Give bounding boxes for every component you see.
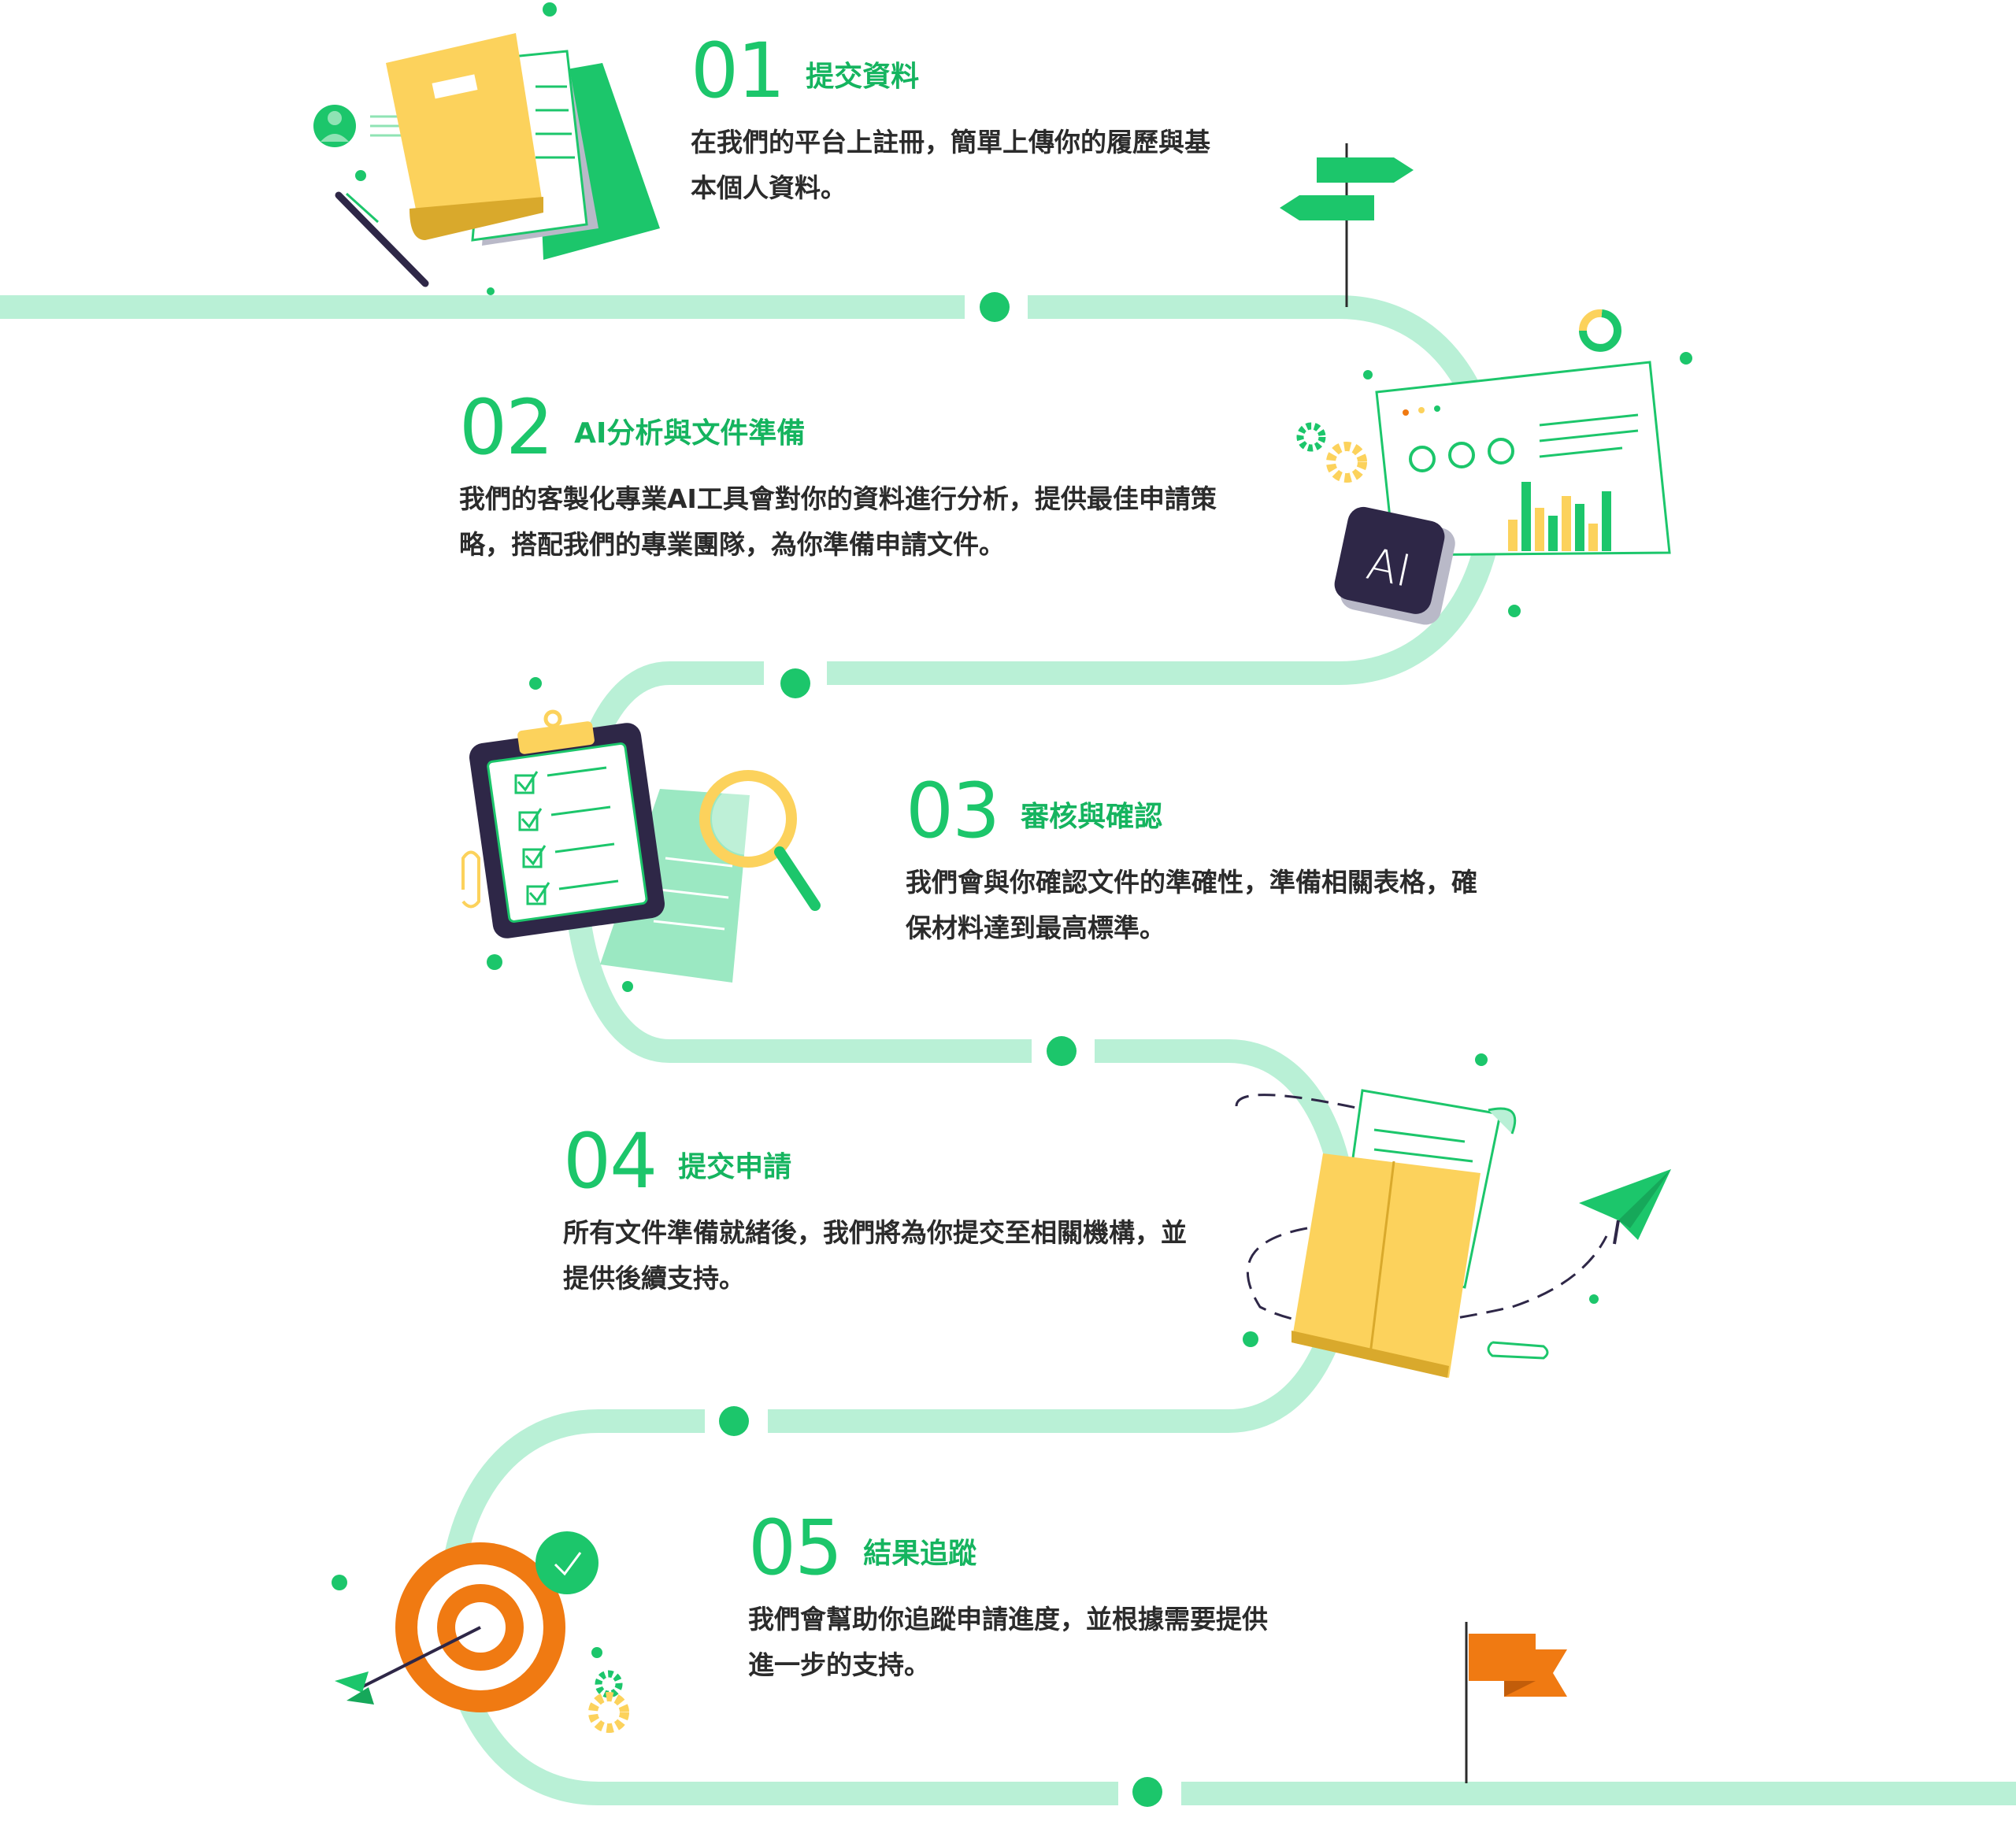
step-description-line: 本個人資料。 [691,172,847,203]
folder-documents-icon [313,33,660,287]
decorative-dots [332,2,1692,1658]
ai-badge-label: AI [1362,539,1415,598]
step-description-line: 略，搭配我們的專業團隊，為你準備申請文件。 [459,529,1005,560]
paperclip-icon [461,850,480,909]
step-3: 03 審核與確認 我們會與你確認文件的準確性，準備相關表格，確 保材料達到最高標… [906,773,1477,951]
road-path [0,295,2016,1805]
step-title: AI分析與文件準備 [574,417,806,450]
step-title: 審核與確認 [1021,801,1163,833]
step-description-line: 我們會與你確認文件的準確性，準備相關表格，確 [906,867,1477,898]
step-1: 01 提交資料 在我們的平台上註冊，簡單上傳你的履歷與基 本個人資料。 [691,33,1210,211]
step-number: 05 [748,1504,843,1592]
step-description: 在我們的平台上註冊，簡單上傳你的履歷與基 本個人資料。 [691,120,1210,211]
step-2: 02 AI分析與文件準備 我們的客製化專業AI工具會對你的資料進行分析，提供最佳… [459,390,1217,568]
ai-dashboard-icon: AI [1334,309,1671,625]
checkmark-badge-icon [536,1531,598,1594]
milestone-dot [1047,1036,1077,1066]
milestone-dot [1132,1777,1162,1807]
step-description: 所有文件準備就緒後，我們將為你提交至相關機構，並 提供後續支持。 [563,1210,1187,1301]
step-number: 03 [906,767,1000,855]
clipboard-checklist-icon [469,709,750,983]
step-description-line: 進一步的支持。 [748,1649,930,1680]
step-4: 04 提交申請 所有文件準備就緒後，我們將為你提交至相關機構，並 提供後續支持。 [563,1124,1187,1301]
milestone-dot [980,292,1010,322]
road-milestones [705,291,1181,1809]
gear-icon [1296,422,1367,483]
milestone-dot [780,668,810,698]
step-title: 提交申請 [678,1151,792,1183]
step-number: 04 [563,1117,658,1205]
step-description-line: 我們會幫助你追蹤申請進度，並根據需要提供 [748,1604,1268,1634]
target-icon [335,1542,565,1712]
magnifier-icon [699,770,821,911]
step-number: 01 [691,27,785,115]
paper-plane-icon [1579,1169,1671,1245]
step-description-line: 提供後續支持。 [563,1263,745,1294]
step-description-line: 所有文件準備就緒後，我們將為你提交至相關機構，並 [563,1217,1187,1248]
signpost-icon [1280,143,1414,307]
milestone-dot [719,1406,749,1436]
step-description: 我們會幫助你追蹤申請進度，並根據需要提供 進一步的支持。 [748,1597,1268,1688]
step-description-line: 保材料達到最高標準。 [906,912,1166,943]
step-description-line: 我們的客製化專業AI工具會對你的資料進行分析，提供最佳申請策 [459,483,1217,514]
step-5: 05 結果追蹤 我們會幫助你追蹤申請進度，並根據需要提供 進一步的支持。 [748,1510,1268,1688]
flag-icon [1465,1622,1567,1783]
gear-icon [588,1670,629,1733]
envelope-document-icon [1235,1089,1608,1378]
step-number: 02 [459,383,554,472]
step-title: 結果追蹤 [863,1538,977,1570]
step-description: 我們的客製化專業AI工具會對你的資料進行分析，提供最佳申請策 略，搭配我們的專業… [459,476,1217,568]
step-description: 我們會與你確認文件的準確性，準備相關表格，確 保材料達到最高標準。 [906,860,1477,951]
step-description-line: 在我們的平台上註冊，簡單上傳你的履歷與基 [691,127,1210,157]
step-title: 提交資料 [806,61,920,93]
